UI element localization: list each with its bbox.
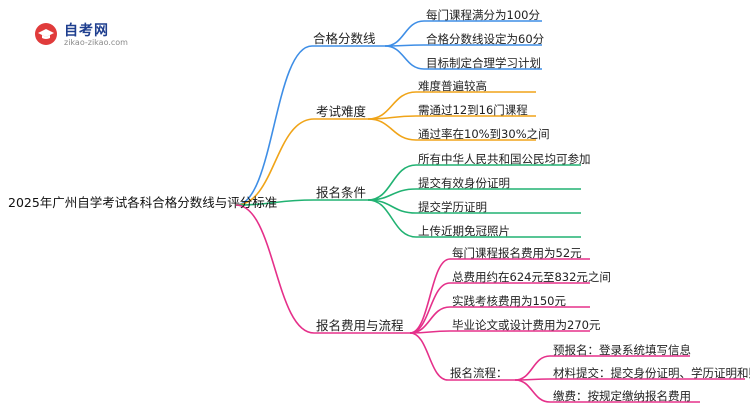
leaf-payment: 缴费：按规定缴纳报名费用 <box>553 389 691 403</box>
edge-branch-to-leaf <box>409 330 451 334</box>
leaf-pre-register: 预报名：登录系统填写信息 <box>553 343 691 357</box>
edge-sub-to-leaf <box>514 355 551 381</box>
leaf-course-count: 需通过12到16门课程 <box>418 103 528 117</box>
leaf-pass-rate: 通过率在10%到30%之间 <box>418 127 550 141</box>
edge-branch-to-leaf <box>367 199 417 238</box>
leaf-pass-line: 合格分数线设定为60分 <box>426 32 545 46</box>
edge-sub-to-leaf <box>514 379 551 403</box>
branch-fees-process: 报名费用与流程 <box>316 318 404 333</box>
leaf-id-proof: 提交有效身份证明 <box>418 176 510 190</box>
root-topic: 2025年广州自学考试各科合格分数线与评分标准 <box>8 195 278 210</box>
leaf-full-score: 每门课程满分为100分 <box>426 8 540 22</box>
leaf-photo: 上传近期免冠照片 <box>418 224 510 238</box>
edge-branch-to-leaf <box>384 45 425 70</box>
edge-root-to-branch <box>235 118 315 206</box>
leaf-thesis-fee: 毕业论文或设计费用为270元 <box>452 318 601 332</box>
branch-eligibility: 报名条件 <box>316 185 367 200</box>
edge-branch-to-sub <box>409 332 449 381</box>
branch-difficulty: 考试难度 <box>316 104 367 119</box>
leaf-education-proof: 提交学历证明 <box>418 200 487 214</box>
leaf-total-fee: 总费用约在624元至832元之间 <box>452 270 611 284</box>
edge-branch-to-leaf <box>367 118 417 141</box>
edge-root-to-branch <box>235 45 313 206</box>
leaf-fee-per-course: 每门课程报名费用为52元 <box>452 246 582 260</box>
edge-branch-to-leaf <box>384 20 425 47</box>
leaf-submit-materials: 材料提交：提交身份证明、学历证明和照片 <box>553 366 750 380</box>
leaf-all-citizens: 所有中华人民共和国公民均可参加 <box>418 152 591 166</box>
edge-branch-to-leaf <box>367 91 417 120</box>
leaf-study-plan: 目标制定合理学习计划 <box>426 56 541 70</box>
edge-branch-to-leaf <box>409 306 451 334</box>
sub-branch-process: 报名流程： <box>450 366 508 380</box>
leaf-practice-fee: 实践考核费用为150元 <box>452 294 566 308</box>
leaf-difficulty-high: 难度普遍较高 <box>418 79 487 93</box>
logo: 自考网 zikao-zikao.com <box>34 20 154 50</box>
edge-branch-to-leaf <box>409 258 451 334</box>
branch-passing-score: 合格分数线 <box>313 31 376 46</box>
graduation-cap-icon <box>35 23 57 45</box>
logo-title: 自考网 <box>64 23 109 39</box>
logo-url: zikao-zikao.com <box>64 38 128 47</box>
edge-root-to-branch <box>235 204 315 334</box>
edge-root-to-branch <box>235 199 315 206</box>
